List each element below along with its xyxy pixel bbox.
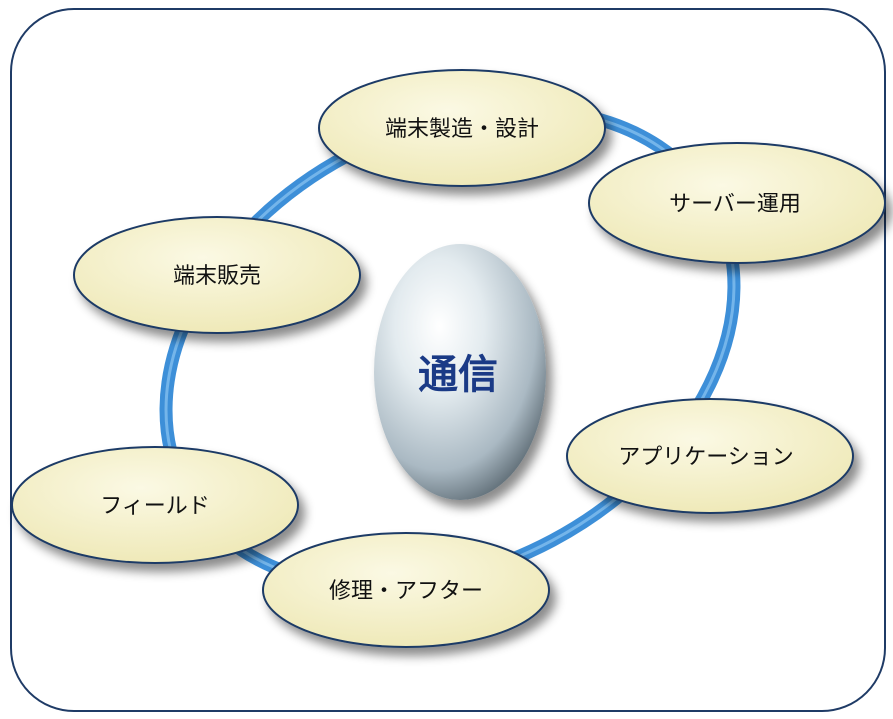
node-label-manufacturing: 端末製造・設計	[385, 117, 539, 142]
node-label-sales: 端末販売	[173, 264, 261, 289]
node-label-field: フィールド	[100, 494, 210, 519]
center-label: 通信	[418, 352, 498, 398]
node-sales: 端末販売	[73, 216, 361, 334]
node-manufacturing: 端末製造・設計	[318, 69, 606, 187]
node-label-server: サーバー運用	[669, 192, 801, 217]
node-label-repair: 修理・アフター	[329, 579, 483, 604]
node-field: フィールド	[11, 446, 299, 564]
node-application: アプリケーション	[566, 398, 854, 514]
node-label-application: アプリケーション	[618, 445, 794, 470]
node-repair: 修理・アフター	[262, 532, 550, 648]
node-server: サーバー運用	[588, 142, 886, 264]
center-orb	[374, 244, 546, 500]
